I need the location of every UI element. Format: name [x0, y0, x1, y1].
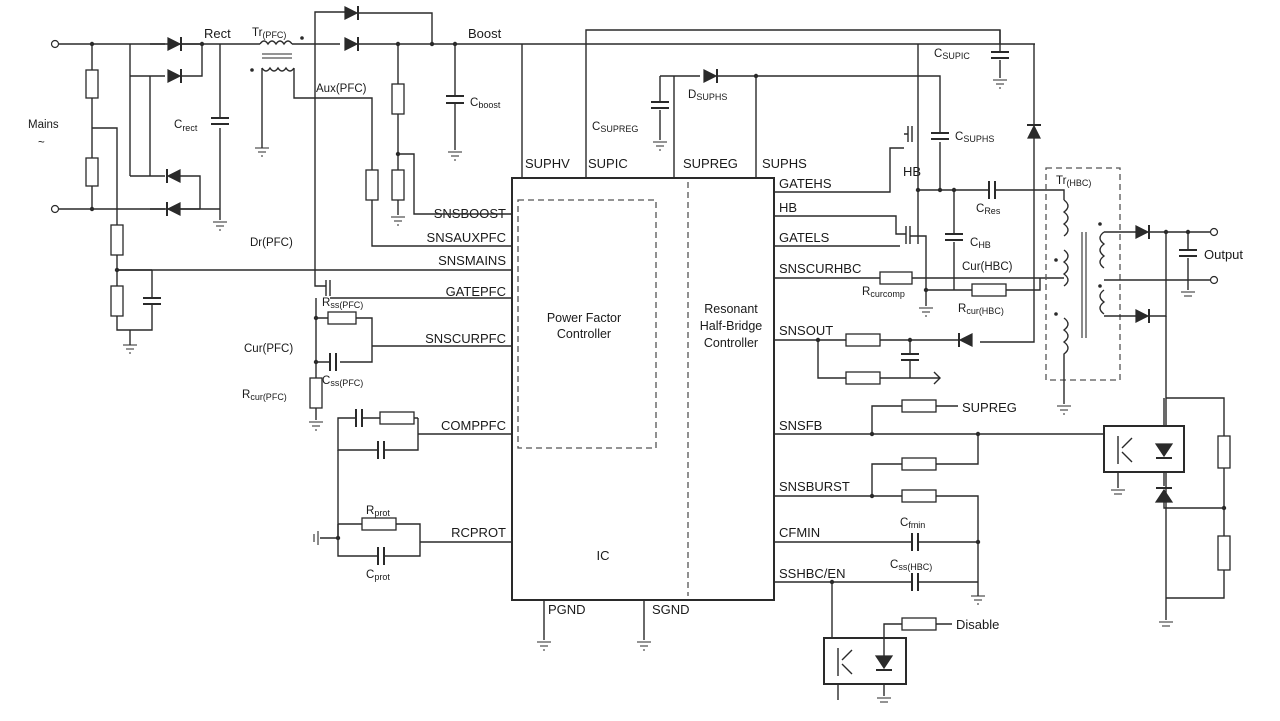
svg-text:CRes: CRes	[976, 203, 1001, 216]
pfc-block-label-1: Power Factor	[547, 311, 621, 325]
rect-label: Rect	[204, 26, 231, 41]
snsout-network	[774, 333, 973, 385]
rcprot-network: Rprot Cprot	[313, 505, 512, 582]
mains-input: Mains ~	[28, 39, 220, 354]
svg-text:Rcur(HBC): Rcur(HBC)	[958, 303, 1004, 316]
svg-text:Rcurcomp: Rcurcomp	[862, 286, 905, 299]
pin-comppfc: COMPPFC	[441, 418, 506, 433]
pin-rcprot: RCPROT	[451, 525, 506, 540]
svg-text:Css(PFC): Css(PFC)	[322, 375, 363, 388]
feedback-optocoupler	[1103, 398, 1227, 511]
mains-symbol: ~	[38, 137, 45, 149]
svg-text:CSUPHS: CSUPHS	[955, 131, 994, 144]
comppfc-network	[337, 409, 512, 538]
hb-block-label-3: Controller	[704, 336, 758, 350]
snsburst-network	[774, 431, 985, 605]
c-supic: CSUPIC	[934, 30, 1009, 89]
pin-gatehs: GATEHS	[779, 176, 832, 191]
pin-sgnd: SGND	[652, 602, 690, 617]
dr-pfc-label: Dr(PFC)	[250, 237, 293, 249]
pin-snsmains: SNSMAINS	[438, 253, 506, 268]
hb-block-label-2: Half-Bridge	[700, 319, 763, 333]
svg-text:Tr(PFC): Tr(PFC)	[252, 27, 286, 40]
supreg-net-label: SUPREG	[962, 400, 1017, 415]
cur-hbc-label: Cur(HBC)	[962, 261, 1013, 273]
snsfb-network: SUPREG	[774, 399, 1108, 437]
svg-text:Tr(HBC): Tr(HBC)	[1056, 175, 1091, 188]
pin-gatepfc: GATEPFC	[446, 284, 506, 299]
pfc-block-label-2: Controller	[557, 327, 611, 341]
snscurhbc-network: Rcurcomp Rcur(HBC) Cur(HBC)	[774, 261, 1064, 317]
pfc-block-outline	[517, 199, 657, 449]
svg-text:Cfmin: Cfmin	[900, 517, 925, 530]
c-rect: Rect Crect	[174, 26, 231, 231]
aux-pfc-label: Aux(PFC)	[316, 83, 367, 95]
mains-label: Mains	[28, 119, 59, 131]
pin-snscurhbc: SNSCURHBC	[779, 261, 861, 276]
pin-snsout: SNSOUT	[779, 323, 833, 338]
tr-hbc: Tr(HBC)	[1045, 167, 1210, 415]
pin-pgnd: PGND	[548, 602, 586, 617]
pin-hb: HB	[779, 200, 797, 215]
pin-snsfb: SNSFB	[779, 418, 822, 433]
ic-label: IC	[597, 548, 610, 563]
svg-text:Cprot: Cprot	[366, 569, 390, 582]
cfmin-network: Cfmin Css(HBC)	[774, 517, 981, 638]
hb-node-label: HB	[903, 164, 921, 179]
pin-snsburst: SNSBURST	[779, 479, 850, 494]
half-bridge: HB CSUPHS CRes CHB	[774, 44, 1065, 343]
boost-rail: Boost	[292, 6, 1035, 51]
cur-pfc-label: Cur(PFC)	[244, 343, 293, 355]
output-label: Output	[1204, 247, 1243, 262]
pin-snscurpfc: SNSCURPFC	[425, 331, 506, 346]
pin-supic: SUPIC	[588, 156, 628, 171]
svg-text:CSUPREG: CSUPREG	[592, 121, 638, 134]
svg-text:Rprot: Rprot	[366, 505, 390, 518]
pin-gatels: GATELS	[779, 230, 830, 245]
pin-supreg: SUPREG	[683, 156, 738, 171]
pin-snsauxpfc: SNSAUXPFC	[427, 230, 506, 245]
pin-sshbc-en: SSHBC/EN	[779, 566, 845, 581]
svg-text:CHB: CHB	[970, 237, 991, 250]
svg-text:Rss(PFC): Rss(PFC)	[322, 297, 363, 310]
svg-text:CSUPIC: CSUPIC	[934, 48, 970, 61]
hb-block-label-1: Resonant	[704, 302, 758, 316]
pin-cfmin: CFMIN	[779, 525, 820, 540]
supreg-network: CSUPREG DSUPHS	[592, 69, 941, 178]
ic-body	[511, 177, 775, 601]
boost-label: Boost	[468, 26, 502, 41]
pin-suphs: SUPHS	[762, 156, 807, 171]
disable-label: Disable	[956, 617, 999, 632]
svg-text:Cboost: Cboost	[470, 97, 501, 110]
dr-pfc: Dr(PFC)	[250, 44, 512, 321]
disable-optocoupler: Disable	[823, 617, 999, 703]
snsboost-divider	[391, 41, 512, 226]
c-boost: Cboost	[446, 41, 501, 161]
svg-text:Rcur(PFC): Rcur(PFC)	[242, 389, 287, 402]
snscurpfc-network: Rss(PFC) Css(PFC) Cur(PFC) Rcur(PFC)	[242, 297, 512, 431]
svg-text:DSUPHS: DSUPHS	[688, 89, 727, 102]
pin-suphv: SUPHV	[525, 156, 570, 171]
bridge-rectifier	[129, 37, 205, 216]
svg-text:Crect: Crect	[174, 119, 198, 133]
ic-grounds	[537, 600, 651, 651]
tr-pfc: Tr(PFC) Aux(PFC)	[220, 27, 512, 247]
svg-text:Css(HBC): Css(HBC)	[890, 559, 932, 572]
